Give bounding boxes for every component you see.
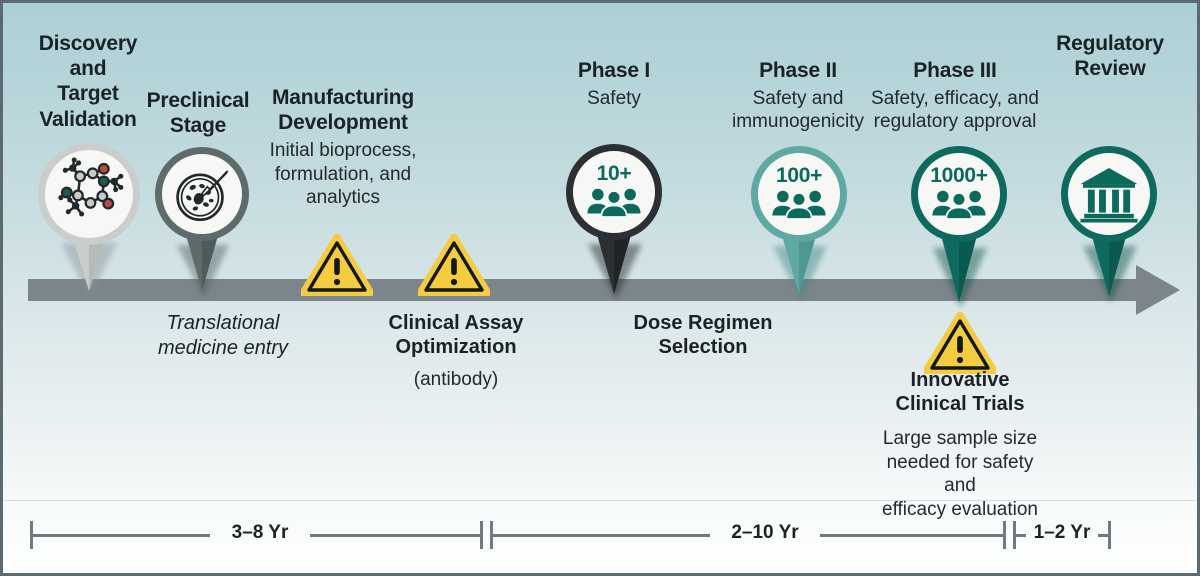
institution-icon — [1080, 167, 1138, 223]
scale-line-seg1-right — [310, 534, 480, 537]
phase3-subtitle-line-2: regulatory approval — [873, 111, 1037, 133]
callout-dose-regimen-selection: Dose Regimen Selection — [613, 311, 793, 360]
pin-preclinical[interactable] — [155, 147, 249, 298]
phase3-participant-count: 1000+ — [930, 164, 988, 187]
warning-triangle-manufacturing[interactable] — [301, 234, 373, 296]
pin-preclinical-head — [155, 147, 249, 241]
pin-discovery-head — [38, 143, 140, 245]
pin-phase-2[interactable]: 100+ — [751, 146, 847, 301]
innovative-line-2: Clinical Trials — [895, 393, 1025, 416]
phase2-title: Phase II — [759, 59, 837, 82]
manufacturing-sub-line-2: formulation, and — [274, 163, 412, 185]
clinical-assay-line-2: Optimization — [395, 336, 517, 359]
pin-discovery[interactable] — [38, 143, 140, 298]
scale-line-seg2-left — [490, 534, 710, 537]
scale-line-seg1-left — [30, 534, 210, 537]
innovative-line-1: Innovative — [910, 369, 1010, 391]
innovative-sub-line-1: Large sample size — [882, 427, 1038, 449]
stage-label-manufacturing: Manufacturing Development Initial biopro… — [248, 85, 438, 209]
phase2-participant-count: 100+ — [775, 164, 823, 187]
people-group-icon — [587, 188, 641, 218]
translational-line-1: Translational — [166, 312, 280, 334]
manufacturing-title-line-2: Development — [278, 111, 408, 135]
warning-triangle-clinical-assay[interactable] — [418, 234, 490, 296]
preclinical-title-line-1: Preclinical — [146, 89, 250, 112]
discovery-title-line-3: Target — [57, 82, 119, 106]
preclinical-title-line-2: Stage — [169, 114, 227, 138]
stage-label-preclinical: Preclinical Stage — [128, 88, 268, 138]
timeline-arrow-head — [1136, 265, 1180, 315]
phase2-subtitle-line-2: immunogenicity — [732, 111, 864, 133]
discovery-title-line-4: Validation — [39, 107, 137, 131]
people-group-icon — [772, 190, 826, 220]
pin-phase-1[interactable]: 10+ — [566, 144, 662, 299]
innovative-sub-line-3: efficacy evaluation — [882, 499, 1038, 521]
warning-triangle-innovative-trials[interactable] — [924, 312, 996, 374]
discovery-title-line-1: Discovery — [38, 32, 138, 55]
manufacturing-sub-line-1: Initial bioprocess, — [269, 140, 417, 162]
stage-label-phase-3: Phase III Safety, efficacy, and regulato… — [865, 58, 1045, 134]
scale-label-seg3: 1–2 Yr — [1033, 522, 1091, 543]
stage-label-regulatory-review: Regulatory Review — [1041, 31, 1179, 81]
phase3-title: Phase III — [913, 59, 997, 82]
clinical-assay-note: (antibody) — [413, 368, 499, 390]
pin-regulatory-review[interactable] — [1061, 146, 1157, 303]
phase1-title: Phase I — [577, 59, 651, 82]
people-group-icon — [932, 190, 986, 220]
pin-phase-3[interactable]: 1000+ — [911, 146, 1007, 308]
scale-line-seg2-right — [820, 534, 1003, 537]
manufacturing-title-line-1: Manufacturing — [271, 86, 415, 109]
phase3-subtitle-line-1: Safety, efficacy, and — [871, 88, 1039, 110]
stage-label-phase-2: Phase II Safety and immunogenicity — [725, 58, 871, 134]
pin-regulatory-head — [1061, 146, 1157, 242]
phase2-subtitle-line-1: Safety and — [752, 88, 844, 110]
pin-phase-2-head: 100+ — [751, 146, 847, 242]
discovery-title-line-2: and — [69, 57, 107, 81]
scale-tick-break2-a — [1003, 521, 1006, 549]
stage-label-discovery: Discovery and Target Validation — [13, 31, 163, 132]
petri-dish-icon — [176, 170, 229, 222]
scale-label-seg1: 3–8 Yr — [231, 522, 289, 543]
phase1-participant-count: 10+ — [596, 162, 632, 185]
molecule-icon — [58, 157, 124, 217]
scale-line-seg3-left — [1013, 534, 1026, 537]
scale-label-seg2: 2–10 Yr — [731, 522, 799, 543]
phase1-subtitle: Safety — [587, 88, 641, 110]
innovative-sub-line-2: needed for safety and — [886, 451, 1034, 497]
scale-line-seg3-right — [1098, 534, 1108, 537]
manufacturing-sub-line-3: analytics — [306, 186, 380, 208]
dose-regimen-line-2: Selection — [658, 336, 748, 359]
clinical-assay-line-1: Clinical Assay — [388, 312, 524, 334]
scale-tick-end — [1108, 521, 1111, 549]
scale-tick-break1-a — [480, 521, 483, 549]
pin-phase-1-head: 10+ — [566, 144, 662, 240]
callout-innovative-clinical-trials: Innovative Clinical Trials Large sample … — [870, 368, 1050, 522]
stage-label-phase-1: Phase I Safety — [539, 58, 689, 110]
callout-translational-medicine: Translational medicine entry — [133, 311, 313, 361]
translational-line-2: medicine entry — [157, 337, 289, 359]
regulatory-title-line-1: Regulatory — [1056, 32, 1164, 55]
pin-phase-3-head: 1000+ — [911, 146, 1007, 242]
dose-regimen-line-1: Dose Regimen — [633, 312, 773, 334]
regulatory-title-line-2: Review — [1074, 57, 1146, 81]
callout-clinical-assay-optimization: Clinical Assay Optimization (antibody) — [366, 311, 546, 392]
